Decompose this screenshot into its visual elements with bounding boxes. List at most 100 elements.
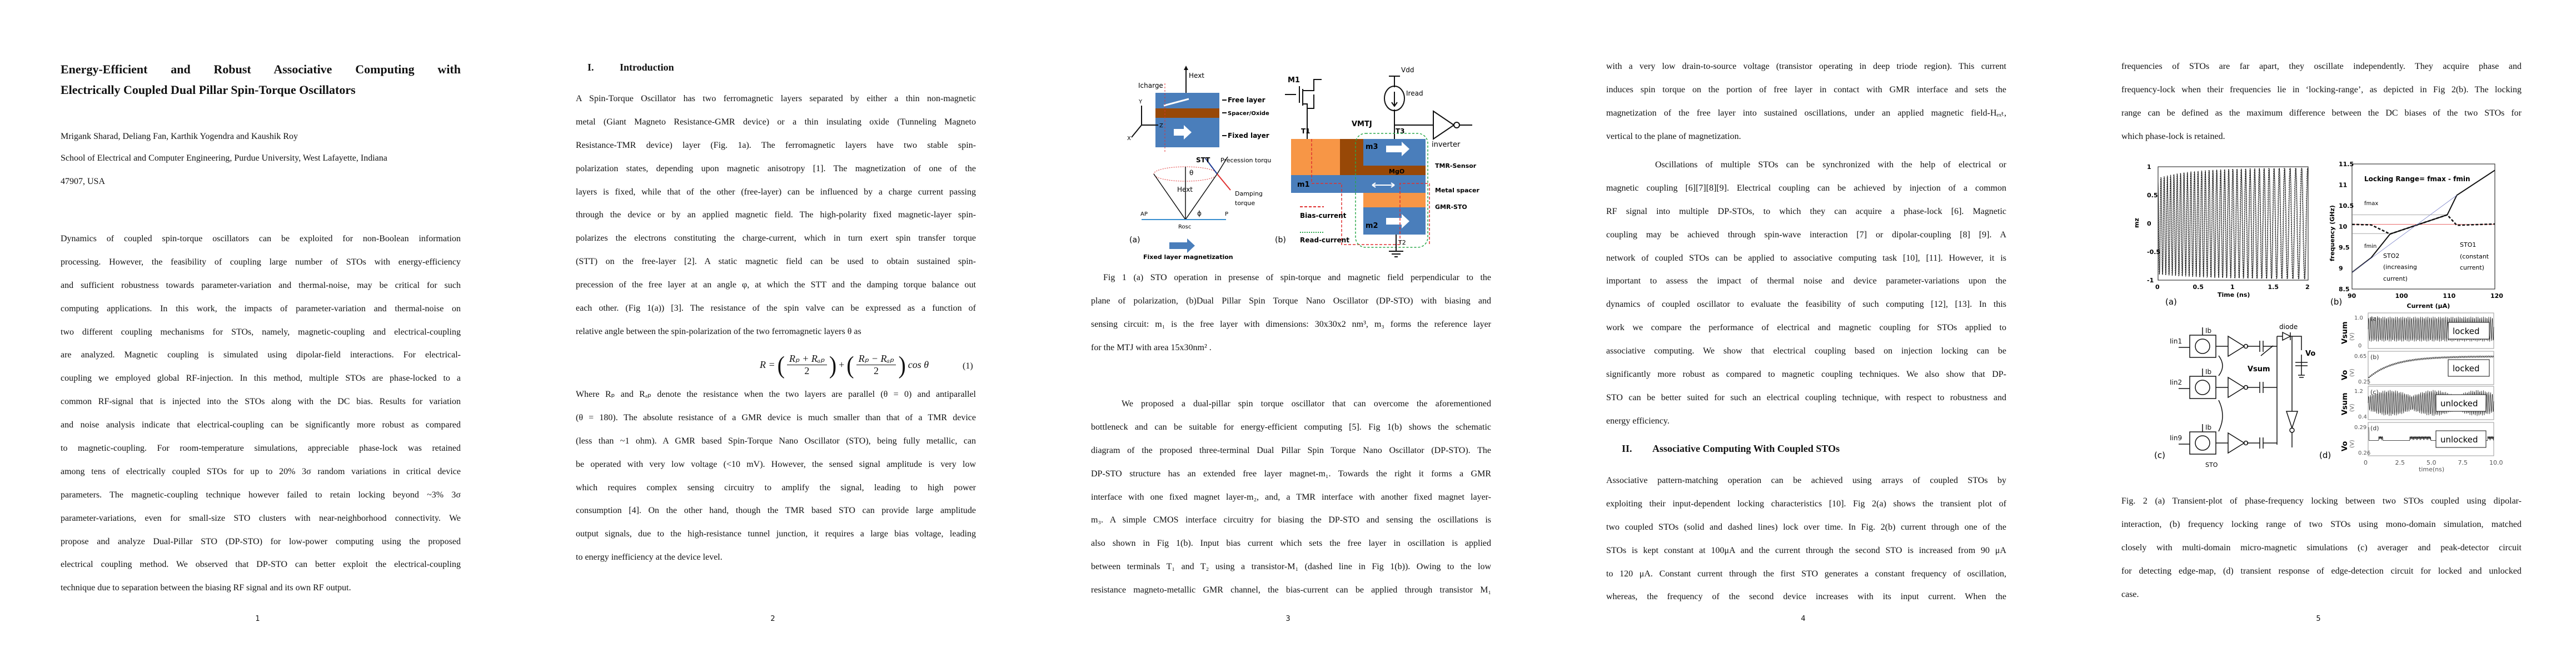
y-tick-label: 1 xyxy=(2147,163,2151,171)
text-line: processing. However, the feasibility of … xyxy=(61,257,461,267)
m1-label: m1 xyxy=(1297,181,1310,189)
bias-current-label: Ib xyxy=(2205,327,2211,335)
icharge-label: Icharge xyxy=(1138,82,1163,89)
y-tick-label: 0.29 xyxy=(2354,425,2366,431)
text-line: DP-STO structure has an extended free la… xyxy=(1091,469,1491,479)
subfigure-label: (d) xyxy=(2319,450,2331,460)
waveform xyxy=(2368,316,2494,342)
rosc-label: Rosc xyxy=(1178,224,1191,230)
x-tick-label: 0.5 xyxy=(2193,283,2204,291)
text-line: m₃. A simple CMOS interface circuitry fo… xyxy=(1091,515,1491,525)
spacer-label: Spacer/Oxide xyxy=(1228,111,1269,117)
text-line: to energy inefficiency at the device lev… xyxy=(576,552,723,563)
text-line: interface with one fixed magnet layer-m₂… xyxy=(1091,492,1491,502)
text-line: Oscillations of multiple STOs can be syn… xyxy=(1655,160,2006,170)
numerator: Rₚ + Rₐₚ xyxy=(786,353,827,365)
current-source-icon xyxy=(1384,86,1405,111)
vmtj-label: VMTJ xyxy=(1352,120,1372,128)
diode-icon xyxy=(2282,331,2291,341)
sum-wires xyxy=(2276,336,2308,445)
text-line: electrical coupling method. We observed … xyxy=(61,560,461,570)
y-tick-label: 0.65 xyxy=(2354,354,2366,360)
status-badge xyxy=(2435,430,2487,448)
transistor-m1-icon xyxy=(1285,79,1322,139)
series-line-solid xyxy=(2158,167,2309,280)
inverter-bubble xyxy=(2243,344,2249,349)
page-3: Icharge Hext Free layer Spacer/Oxide Fix… xyxy=(1030,0,1546,667)
text-line: two different coupling mechanisms for ST… xyxy=(61,327,461,337)
y-axis-label: frequency (GHz) xyxy=(2329,205,2336,261)
panel-frame xyxy=(2368,351,2494,385)
text-line: We proposed a dual-pillar spin torque os… xyxy=(1122,399,1491,409)
y-tick-label: 9 xyxy=(2339,265,2343,272)
metal-spacer-label: Metal spacer xyxy=(1435,187,1480,194)
text-line: (less than ~1 ohm). A GMR based Spin-Tor… xyxy=(576,436,976,446)
page-number: 1 xyxy=(255,615,260,623)
read-legend-label: Read-current xyxy=(1300,236,1349,244)
text-line: resistance magneto-metallic GMR channel,… xyxy=(1091,585,1491,595)
arrow-down-icon xyxy=(1391,92,1398,107)
vsum-label: Vsum xyxy=(2248,365,2270,374)
panel-tag: (d) xyxy=(2370,425,2379,432)
paragraph: We proposed a dual-pillar spin torque os… xyxy=(1091,392,1491,602)
stt-vector xyxy=(1205,158,1218,175)
denominator: 2 xyxy=(874,365,879,376)
waveform xyxy=(2368,355,2494,379)
inverter-bubble xyxy=(2243,385,2249,390)
input-current-label: Iin1 xyxy=(2170,337,2182,345)
status-badge xyxy=(2448,322,2490,340)
plot-frame xyxy=(2158,166,2309,281)
y-tick-label: 0.26 xyxy=(2358,450,2370,456)
text-line: between terminals T₁ and T₂ using a tran… xyxy=(1091,562,1491,572)
x-axis-label: Current (μA) xyxy=(2407,302,2450,310)
label-arrows xyxy=(1222,99,1227,136)
text-line: among tens of electrically coupled STOs … xyxy=(61,466,461,476)
equation-number: (1) xyxy=(963,361,973,371)
text-line: (θ = 180). The absolute resistance of a … xyxy=(576,412,976,422)
sto2-label: (increasing xyxy=(2383,263,2417,271)
free-magnetization-arrow-icon xyxy=(1163,98,1189,107)
text-line: each other. (Fig 1(a)) [3]. The resistan… xyxy=(576,303,976,313)
status-badge-label: locked xyxy=(2453,364,2480,374)
bias-current-label: Ib xyxy=(2205,424,2211,431)
damping-label: torque xyxy=(1235,200,1255,207)
sto2-label: current) xyxy=(2383,275,2408,282)
text-line: Associative pattern-matching operation c… xyxy=(1606,476,2006,485)
precession-label: Precession torqu xyxy=(1220,157,1271,164)
panel-tag: (b) xyxy=(2370,354,2379,361)
figure-caption: Fig 1 (a) STO operation in presense of s… xyxy=(1091,266,1491,360)
y-tick-label: 0 xyxy=(2358,343,2361,349)
text-line: STOs is kept constant at 100μA and the c… xyxy=(1606,545,2006,555)
x-tick-label: 1.5 xyxy=(2268,283,2279,291)
text-line: propose and analyze Dual-Pillar STO (DP-… xyxy=(61,536,461,546)
x-tick-label: 2.5 xyxy=(2395,459,2405,466)
x-tick-label: 110 xyxy=(2443,292,2455,300)
text-line: which phase-lock is retained. xyxy=(2121,131,2225,141)
t2-label: T2 xyxy=(1398,239,1406,246)
y-tick-label: 10.5 xyxy=(2339,202,2354,210)
oscillator-icon xyxy=(2195,339,2210,354)
figure-1b: m3 m1 m2 MgO M1 T1 Vdd Iread VMTJ T3 inv… xyxy=(1275,66,1480,257)
text-line: also shown in Fig 1(b). Input bias curre… xyxy=(1091,539,1491,549)
eq-plus: + xyxy=(839,359,845,370)
x-tick-label: 1 xyxy=(2230,283,2235,291)
axes-icon xyxy=(1131,106,1158,138)
panel-tag: (c) xyxy=(2370,389,2379,396)
section-number: I. xyxy=(587,62,594,73)
text-line: and sufficient robustness towards parame… xyxy=(61,280,461,290)
text-line: closely with multi-domain micro-magnetic… xyxy=(2121,542,2522,552)
precession-cone xyxy=(1153,167,1218,220)
text-line: frequencies of STOs are far apart, they … xyxy=(2121,62,2522,71)
subfigure-label: (a) xyxy=(2165,297,2177,307)
arrowhead-icon xyxy=(1184,66,1188,70)
text-line: and noise analysis indicate that electri… xyxy=(61,420,461,430)
panel-frame xyxy=(2368,422,2494,456)
page-5: frequencies of STOs are far apart, they … xyxy=(2061,0,2576,667)
page-number: 2 xyxy=(770,615,775,623)
text-line: polarization states, depending upon magn… xyxy=(576,163,976,173)
inverter-icon xyxy=(1433,110,1455,140)
chart-frequency-vs-current: Locking Range= fmax - fmin fmax fmin STO… xyxy=(2329,161,2503,310)
input-current-label: Iin9 xyxy=(2170,434,2182,442)
vdd-label: Vdd xyxy=(1401,66,1414,74)
text-line: work we compare the performance of elect… xyxy=(1606,323,2006,333)
